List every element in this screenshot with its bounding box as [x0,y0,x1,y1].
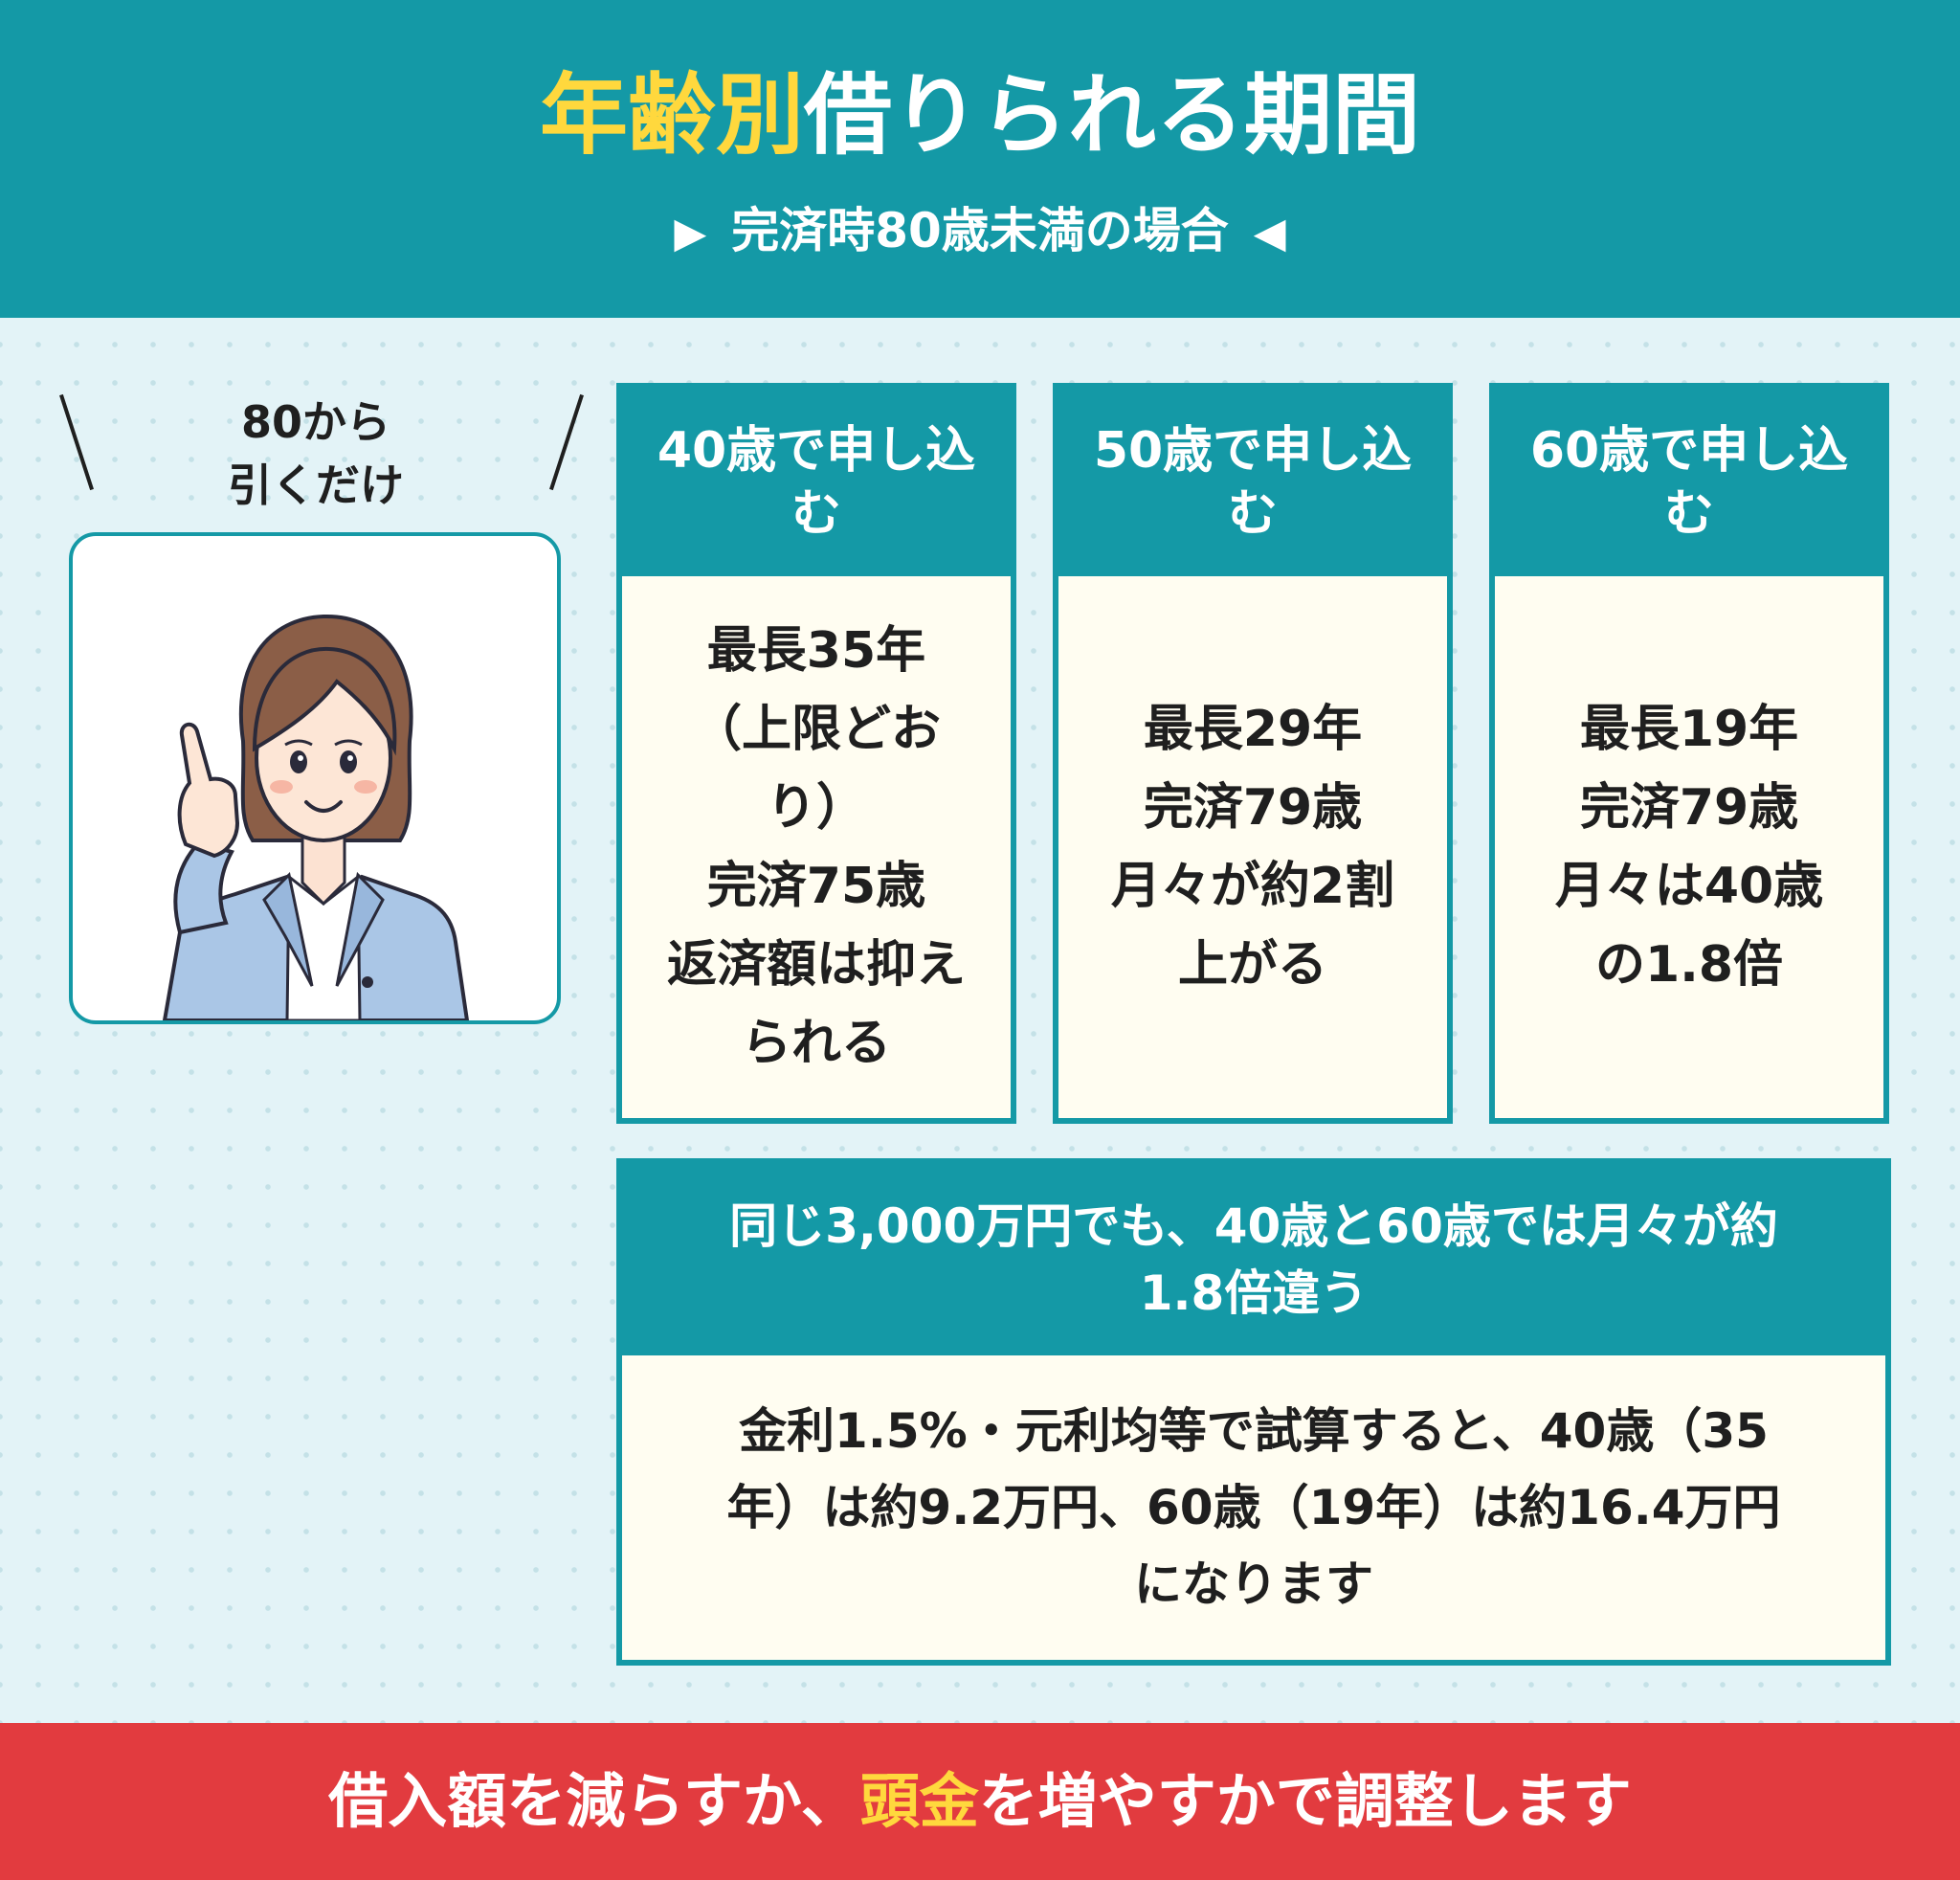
age-card-line: 月々が約2割 [1110,858,1395,915]
summary-title-line: 1.8倍違う [1139,1265,1369,1321]
age-card-title-line: む [791,485,841,543]
footer-text: 借入額を減らすか、 [328,1766,860,1836]
age-card-50: 50歳で申し込 む 最長29年 完済79歳 月々が約2割 上がる [1053,383,1453,1124]
age-card-title-line: 50歳で申し込 [1093,422,1413,480]
age-card-line: 月々は40歳 [1554,858,1824,915]
age-card-line: （上限どお [691,701,941,758]
age-card-title-line: 60歳で申し込 [1529,422,1849,480]
age-card-body: 最長29年 完済79歳 月々が約2割 上がる [1058,576,1447,1118]
subtitle-text: 完済時80歳未満の場合 [731,203,1229,258]
page-title: 年齢別借りられる期間 [0,63,1960,168]
age-card-40: 40歳で申し込 む 最長35年 （上限どお り） 完済75歳 返済額は抑え られ… [616,383,1016,1124]
summary-title-line: 同じ3,000万円でも、40歳と60歳では月々が約 [729,1198,1778,1254]
age-card-header: 40歳で申し込 む [622,389,1011,576]
page-subtitle: ▶ 完済時80歳未満の場合 ◀ [0,197,1960,267]
age-card-title-line: む [1227,485,1278,543]
footer-text: を増やすかで調整します [978,1766,1632,1836]
emphasis-slash-right [549,393,584,491]
age-card-line: 完済75歳 [706,858,926,915]
right-triangle-icon: ▶ [674,209,707,257]
businesswoman-pointing-icon [162,614,470,1020]
age-card-header: 60歳で申し込 む [1495,389,1883,576]
age-card-title-line: む [1663,485,1714,543]
age-card-line: られる [741,1015,891,1072]
left-triangle-icon: ◀ [1253,209,1286,257]
age-card-line: の1.8倍 [1594,936,1784,994]
header-banner: 年齢別借りられる期間 ▶ 完済時80歳未満の場合 ◀ [0,0,1960,318]
title-rest: 借りられる期間 [804,64,1421,167]
age-card-line: 完済79歳 [1143,779,1363,837]
title-highlight: 年齢別 [539,64,804,167]
age-card-body: 最長35年 （上限どお り） 完済75歳 返済額は抑え られる [622,576,1011,1118]
summary-line: になります [1133,1556,1373,1612]
avatar-card [69,532,561,1024]
footer-banner: 借入額を減らすか、頭金を増やすかで調整します [0,1723,1960,1880]
age-card-line: 最長19年 [1579,701,1799,758]
summary-line: 金利1.5%・元利均等で試算すると、40歳（35 [739,1403,1769,1459]
age-card-line: 上がる [1177,936,1327,994]
callout-caption: 80から 引くだけ [86,391,546,517]
age-card-body: 最長19年 完済79歳 月々は40歳 の1.8倍 [1495,576,1883,1118]
summary-body: 金利1.5%・元利均等で試算すると、40歳（35 年）は約9.2万円、60歳（1… [622,1355,1885,1660]
callout-line: 引くだけ [228,459,404,511]
age-card-line: 最長29年 [1143,701,1363,758]
age-card-title-line: 40歳で申し込 [657,422,976,480]
summary-card: 同じ3,000万円でも、40歳と60歳では月々が約 1.8倍違う 金利1.5%・… [616,1158,1891,1666]
age-card-60: 60歳で申し込 む 最長19年 完済79歳 月々は40歳 の1.8倍 [1489,383,1889,1124]
age-card-header: 50歳で申し込 む [1058,389,1447,576]
age-card-line: 返済額は抑え [666,936,966,994]
footer-highlight: 頭金 [859,1766,979,1836]
callout-line: 80から [240,396,390,448]
age-card-line: 完済79歳 [1579,779,1799,837]
age-card-line: 最長35年 [706,622,926,680]
summary-header: 同じ3,000万円でも、40歳と60歳では月々が約 1.8倍違う [622,1164,1885,1355]
summary-line: 年）は約9.2万円、60歳（19年）は約16.4万円 [726,1480,1781,1535]
age-card-line: り） [766,779,866,837]
